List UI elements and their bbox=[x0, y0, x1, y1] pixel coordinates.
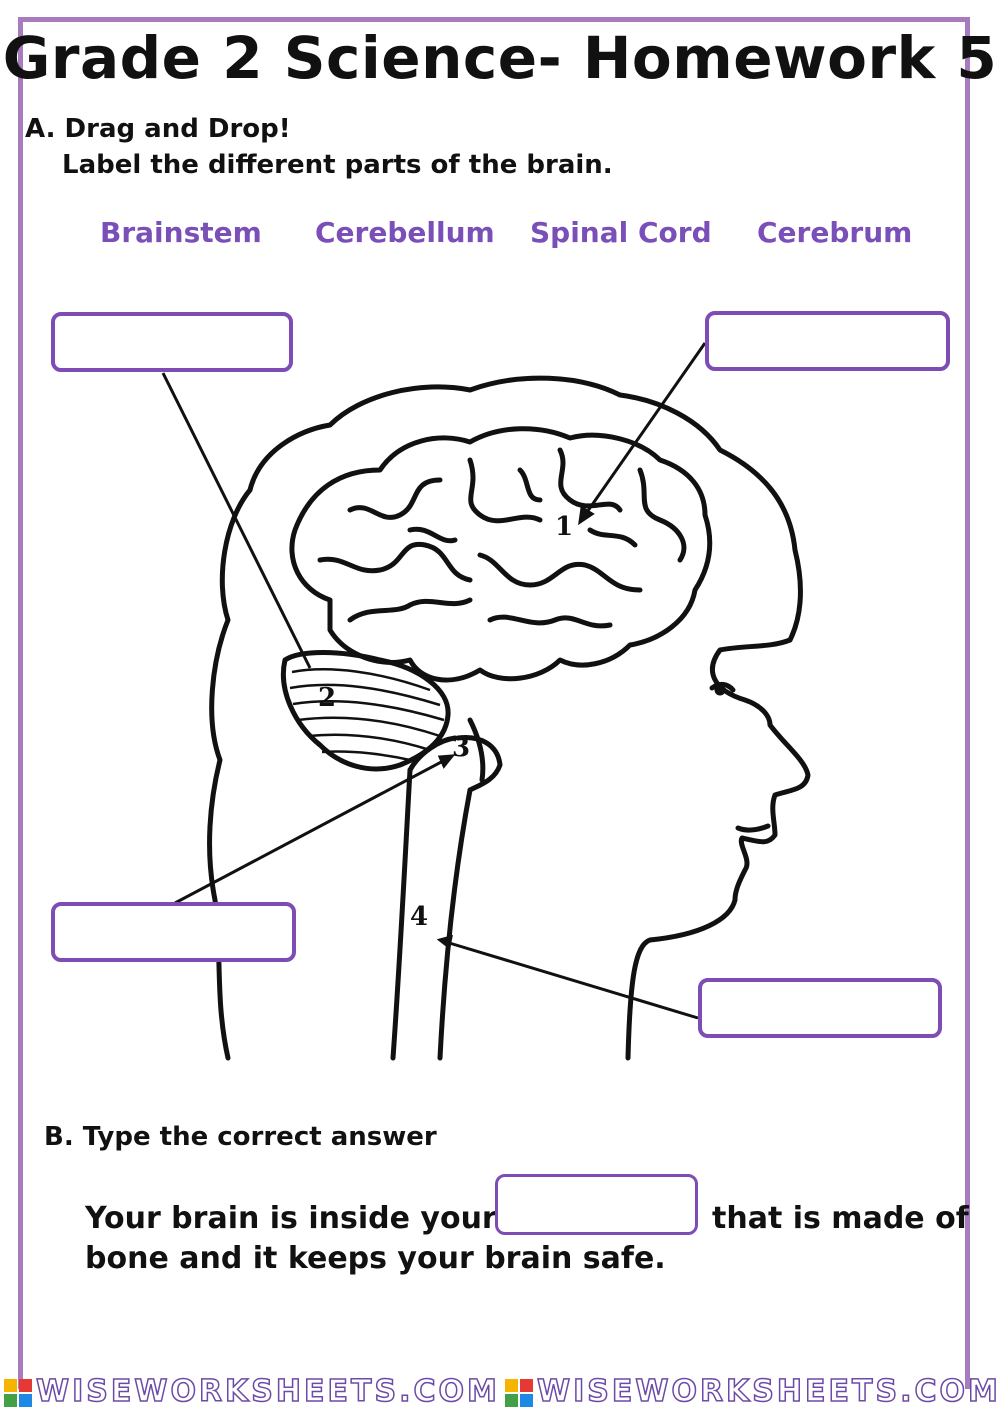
label-3: 3 bbox=[452, 733, 470, 763]
footer-brand-2: WISEWORKSHEETS.COM bbox=[536, 1373, 1000, 1410]
sentence-after: that is made of bbox=[712, 1201, 969, 1236]
sentence-line-2: bone and it keeps your brain safe. bbox=[85, 1241, 666, 1276]
label-2: 2 bbox=[318, 683, 336, 713]
drop-box-top-right[interactable] bbox=[705, 311, 950, 371]
wiseworksheets-logo-icon bbox=[4, 1379, 32, 1407]
wiseworksheets-logo-icon bbox=[505, 1379, 533, 1407]
section-b-heading: B. Type the correct answer bbox=[44, 1122, 437, 1152]
word-brainstem[interactable]: Brainstem bbox=[100, 216, 262, 249]
word-cerebellum[interactable]: Cerebellum bbox=[315, 216, 495, 249]
drop-box-bottom-right[interactable] bbox=[698, 978, 942, 1038]
page-title: Grade 2 Science- Homework 5 bbox=[2, 24, 998, 92]
sentence-before: Your brain is inside your bbox=[85, 1201, 497, 1236]
drop-box-top-left[interactable] bbox=[51, 312, 293, 372]
label-4: 4 bbox=[410, 902, 428, 932]
answer-input[interactable] bbox=[495, 1174, 698, 1235]
label-1: 1 bbox=[555, 512, 573, 542]
word-cerebrum[interactable]: Cerebrum bbox=[757, 216, 913, 249]
word-spinal-cord[interactable]: Spinal Cord bbox=[530, 216, 712, 249]
page-frame bbox=[18, 17, 970, 1389]
drop-box-bottom-left[interactable] bbox=[51, 902, 296, 962]
footer-brand-1: WISEWORKSHEETS.COM bbox=[35, 1373, 500, 1410]
section-a-heading: A. Drag and Drop! bbox=[25, 114, 291, 144]
section-a-instruction: Label the different parts of the brain. bbox=[62, 150, 613, 180]
